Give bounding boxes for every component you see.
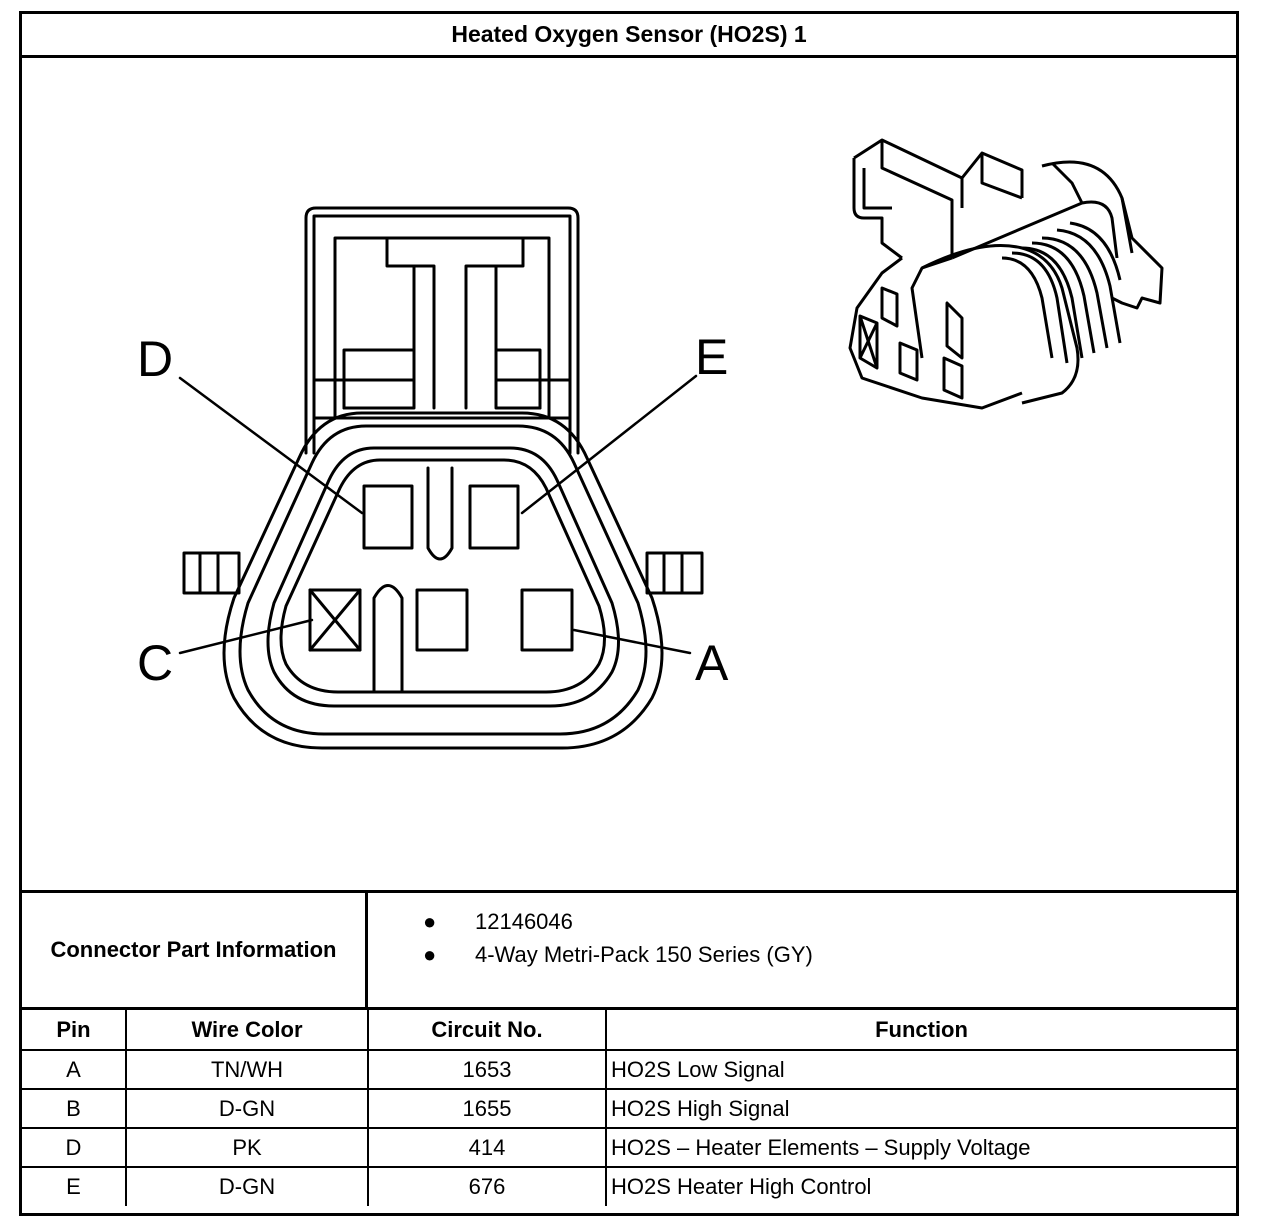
cell-function: HO2S – Heater Elements – Supply Voltage	[605, 1127, 1236, 1168]
side-ears	[182, 551, 704, 595]
bullet-icon: ●	[423, 942, 437, 967]
header-wire-color: Wire Color	[125, 1010, 369, 1051]
cell-wire-color: D-GN	[125, 1088, 369, 1129]
cell-circuit: 1655	[367, 1088, 607, 1129]
part-info-item: ●12146046	[423, 905, 1236, 938]
pin-label-d: D	[137, 331, 173, 387]
diagram-frame: Heated Oxygen Sensor (HO2S) 1	[19, 11, 1239, 1216]
table-row: D PK 414 HO2S – Heater Elements – Supply…	[22, 1127, 1236, 1168]
connector-part-info-label: Connector Part Information	[22, 893, 368, 1007]
connector-drawing: D E C A	[22, 58, 1236, 890]
cell-wire-color: D-GN	[125, 1166, 369, 1206]
connector-isometric-view	[848, 138, 1164, 410]
header-circuit: Circuit No.	[367, 1010, 607, 1051]
pin-table-header: Pin Wire Color Circuit No. Function	[22, 1010, 1236, 1051]
connector-shroud	[222, 411, 664, 750]
pin-table: Pin Wire Color Circuit No. Function A TN…	[22, 1010, 1236, 1206]
cell-function: HO2S Heater High Control	[605, 1166, 1236, 1206]
table-row: B D-GN 1655 HO2S High Signal	[22, 1088, 1236, 1129]
cell-wire-color: PK	[125, 1127, 369, 1168]
pin-label-a: A	[695, 635, 729, 691]
pin-label-c: C	[137, 635, 173, 691]
table-row: E D-GN 676 HO2S Heater High Control	[22, 1166, 1236, 1206]
terminal-cavities	[308, 484, 574, 652]
polarization-keys	[372, 466, 454, 694]
connector-part-info: Connector Part Information ●12146046 ●4-…	[22, 890, 1236, 1010]
cell-circuit: 414	[367, 1127, 607, 1168]
locking-tab	[304, 206, 580, 455]
connector-face-view: D E C A	[137, 138, 1164, 750]
cell-pin: A	[22, 1049, 127, 1090]
cell-pin: D	[22, 1127, 127, 1168]
table-row: A TN/WH 1653 HO2S Low Signal	[22, 1049, 1236, 1090]
cell-wire-color: TN/WH	[125, 1049, 369, 1090]
cell-pin: E	[22, 1166, 127, 1206]
cell-pin: B	[22, 1088, 127, 1129]
connector-part-info-list: ●12146046 ●4-Way Metri-Pack 150 Series (…	[368, 893, 1236, 1007]
cell-function: HO2S High Signal	[605, 1088, 1236, 1129]
cell-circuit: 1653	[367, 1049, 607, 1090]
leader-lines	[178, 374, 698, 655]
bullet-icon: ●	[423, 909, 437, 934]
pin-label-e: E	[695, 329, 728, 385]
header-pin: Pin	[22, 1010, 127, 1051]
cell-function: HO2S Low Signal	[605, 1049, 1236, 1090]
part-info-item: ●4-Way Metri-Pack 150 Series (GY)	[423, 938, 1236, 971]
cell-circuit: 676	[367, 1166, 607, 1206]
header-function: Function	[605, 1010, 1236, 1051]
page-title: Heated Oxygen Sensor (HO2S) 1	[22, 14, 1236, 58]
